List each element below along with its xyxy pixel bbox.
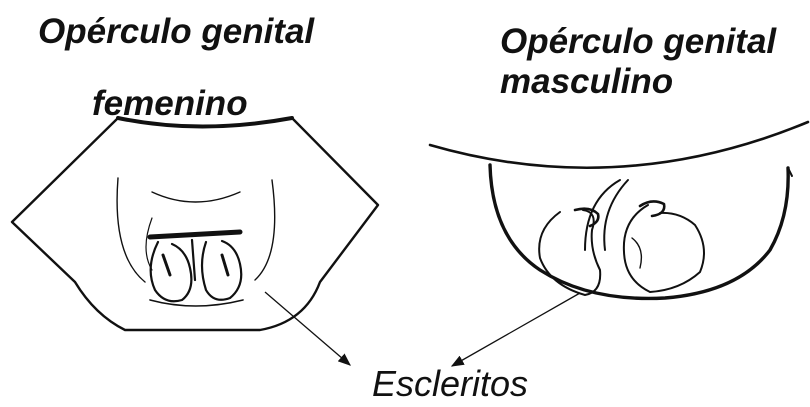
female-sclerite-midline bbox=[192, 240, 195, 280]
arrow-to-male-sclerites bbox=[452, 293, 580, 366]
female-inner-arc-right bbox=[255, 180, 275, 280]
male-operculum bbox=[430, 122, 808, 298]
female-sclerite-bar bbox=[150, 232, 240, 237]
female-sclerite-detail-right bbox=[222, 255, 228, 275]
female-operculum-title-line2: femenino bbox=[92, 86, 248, 121]
female-sclerite-right bbox=[202, 241, 241, 300]
female-inner-arc-top bbox=[152, 192, 240, 202]
male-operculum-bowl bbox=[490, 165, 788, 298]
female-sclerite-left bbox=[151, 242, 192, 301]
male-sclerite-right bbox=[624, 205, 704, 292]
male-operculum-top-curve bbox=[430, 122, 808, 168]
male-sclerite-detail bbox=[632, 238, 641, 268]
female-sclerites bbox=[150, 232, 243, 306]
sclerites-label: Escleritos bbox=[372, 366, 528, 402]
male-operculum-title-line2: masculino bbox=[500, 64, 673, 99]
female-operculum-title-line1: Opérculo genital bbox=[38, 14, 314, 49]
female-operculum bbox=[12, 118, 378, 330]
female-sclerite-detail-left bbox=[163, 255, 170, 275]
male-left-inner-curve bbox=[585, 180, 620, 250]
male-sclerite-left bbox=[539, 210, 600, 295]
female-sclerite-base bbox=[150, 300, 243, 306]
female-operculum-outline bbox=[12, 118, 378, 330]
male-operculum-title-line1: Opérculo genital bbox=[500, 24, 776, 59]
female-inner-arc-left bbox=[117, 178, 145, 282]
